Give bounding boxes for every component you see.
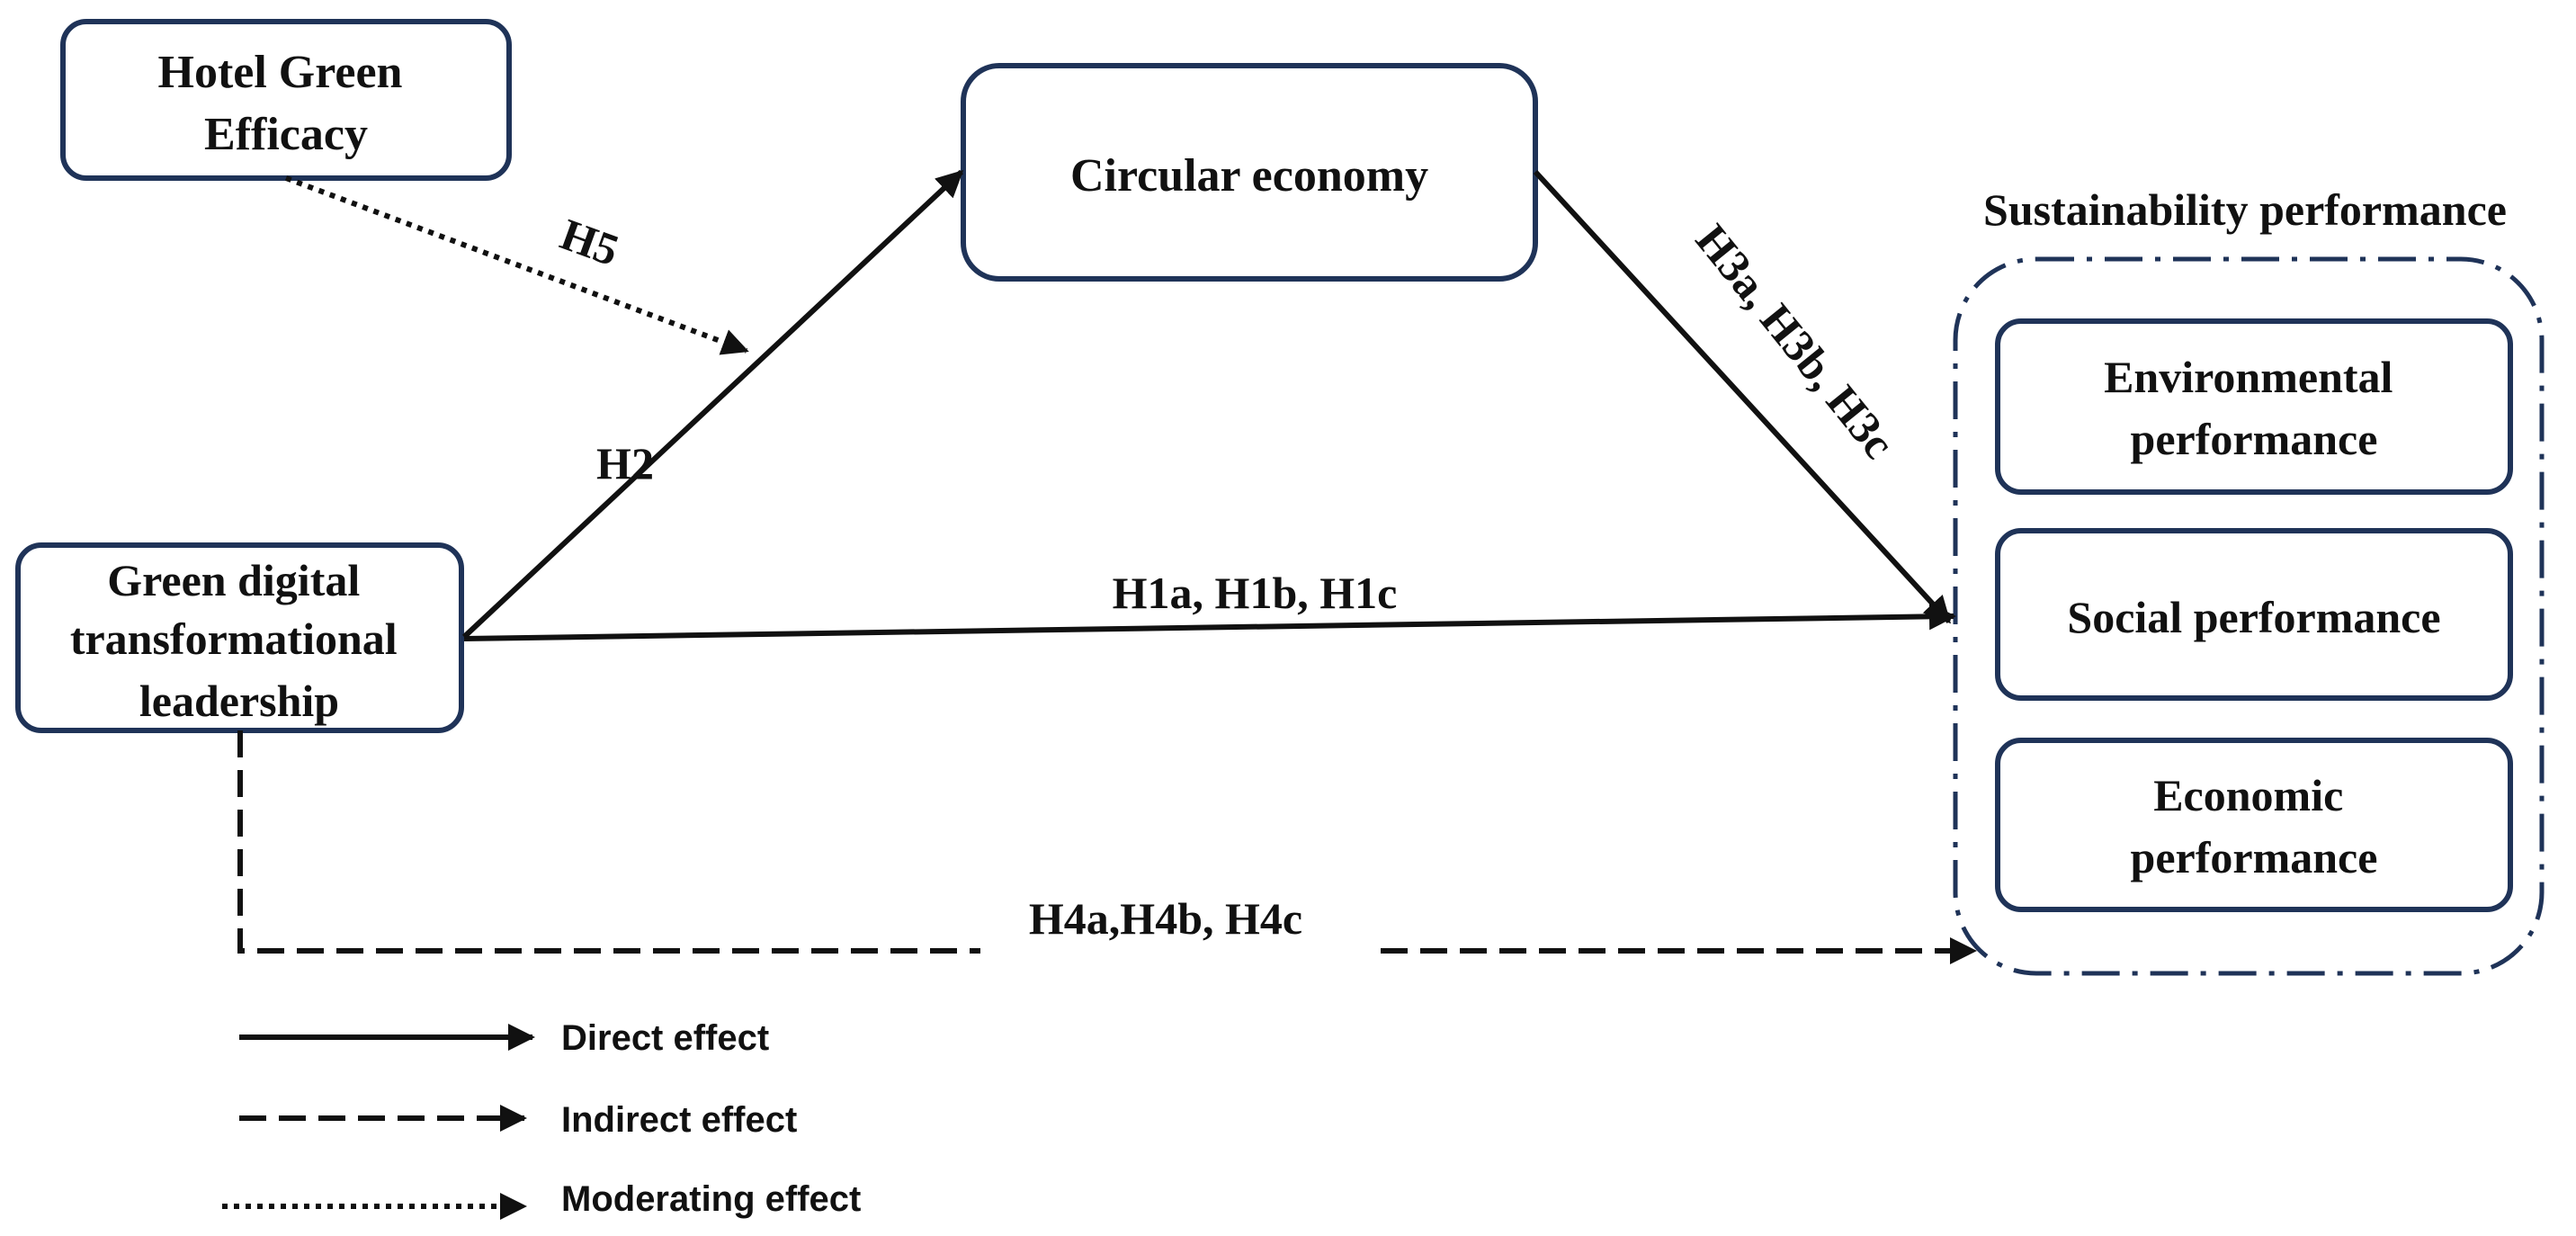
green-digital-leadership-label: Green digital transformational leadershi… (70, 555, 408, 726)
green-digital-leadership-node: Green digital transformational leadershi… (15, 542, 464, 733)
social-performance-box (1995, 528, 2513, 701)
green-digital-leadership-line-1: Green digital (107, 555, 360, 605)
environmental-performance-box (1995, 318, 2513, 495)
environmental-performance-line-2: performance (2131, 414, 2378, 464)
environmental-performance-node: Environmental performance (1995, 318, 2513, 495)
legend-moderating-label: Moderating effect (561, 1179, 861, 1219)
h5-moderating-arrow (284, 175, 749, 355)
h1-direct-arrow (463, 603, 1956, 641)
legend-indirect-label: Indirect effect (561, 1100, 797, 1140)
economic-performance-line-1: Economic (2153, 770, 2343, 820)
h4-label: H4a,H4b, H4c (1029, 893, 1302, 944)
social-performance-line-1: Social performance (2067, 592, 2440, 642)
social-performance-node: Social performance (1995, 528, 2513, 701)
sustainability-performance-group: Sustainability performance Environmental… (1953, 184, 2545, 976)
h3-label: H3a, H3b, H3c (1686, 215, 1905, 468)
green-digital-leadership-line-3: leadership (139, 676, 339, 726)
environmental-performance-label: Environmental performance (2104, 352, 2404, 464)
social-performance-label: Social performance (2067, 592, 2440, 642)
h1-label: H1a, H1b, H1c (1113, 568, 1398, 618)
h2-label: H2 (596, 438, 654, 488)
circular-economy-label: Circular economy (1070, 150, 1428, 202)
economic-performance-label: Economic performance (2131, 770, 2378, 882)
h5-label: H5 (554, 209, 625, 275)
sustainability-group-title: Sustainability performance (1983, 184, 2507, 235)
economic-performance-line-2: performance (2131, 832, 2378, 882)
circular-economy-node: Circular economy (961, 63, 1538, 282)
h4-indirect-arrow-left (237, 730, 980, 954)
legend-direct-label: Direct effect (561, 1018, 769, 1058)
hotel-green-efficacy-line-1: Hotel Green (158, 47, 403, 98)
hotel-green-efficacy-label: Hotel Green Efficacy (158, 47, 415, 160)
h3-direct-arrow (1533, 169, 1952, 624)
economic-performance-box (1995, 738, 2513, 912)
hotel-green-efficacy-line-2: Efficacy (204, 109, 368, 160)
green-digital-leadership-line-2: transformational (70, 614, 398, 664)
circular-economy-line-1: Circular economy (1070, 150, 1428, 202)
legend: Direct effect Indirect effect Moderating… (222, 1018, 861, 1220)
hotel-green-efficacy-node: Hotel Green Efficacy (60, 19, 512, 181)
environmental-performance-line-1: Environmental (2104, 352, 2393, 402)
h2-direct-arrow (461, 169, 964, 640)
economic-performance-node: Economic performance (1995, 738, 2513, 912)
